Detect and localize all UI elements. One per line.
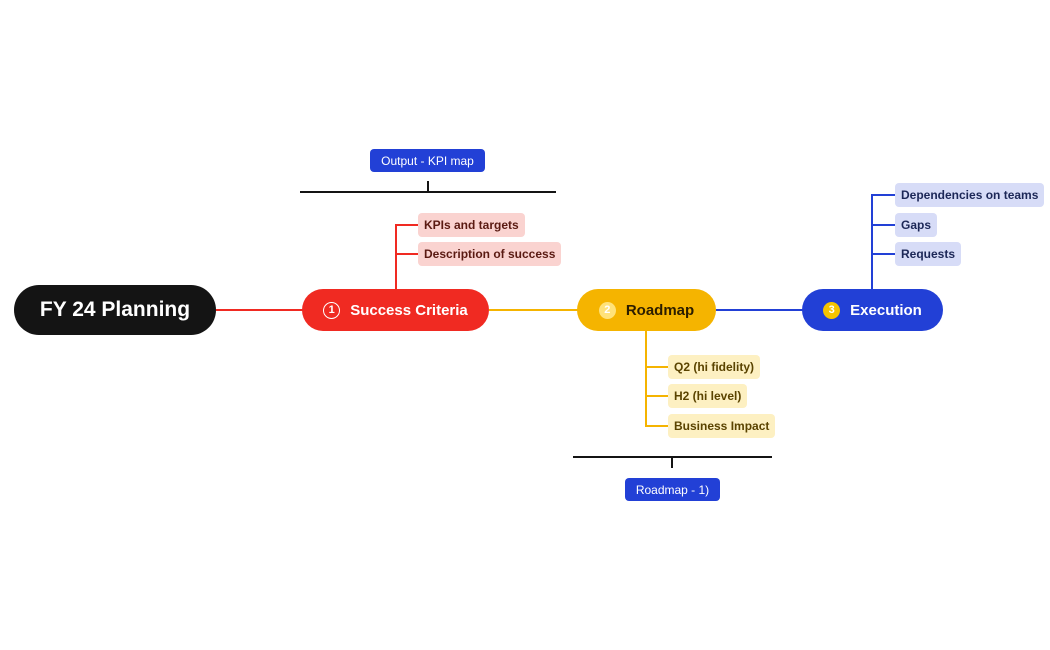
root-label: FY 24 Planning (39, 298, 191, 321)
connector-roadmap-child-2 (645, 395, 669, 397)
topic-q2-hi-fidelity[interactable]: Q2 (hi fidelity) (668, 355, 761, 379)
topic-h2-hi-level[interactable]: H2 (hi level) (668, 384, 748, 408)
topic-business-impact[interactable]: Business Impact (668, 414, 776, 438)
topic-label: KPIs and targets (424, 218, 519, 232)
callout-rule-success (300, 191, 556, 193)
topic-dependencies-on-teams[interactable]: Dependencies on teams (895, 183, 1045, 207)
number-2-badge: 2 (598, 301, 616, 319)
topic-label: Q2 (hi fidelity) (674, 360, 755, 374)
number-1-badge: 1 (323, 301, 341, 319)
callout-stem-success (427, 181, 429, 192)
callout-roadmap-1[interactable]: Roadmap - 1) (625, 478, 720, 501)
connector-execution-children (871, 194, 873, 290)
roadmap-label: Roadmap (625, 301, 695, 319)
connector-execution-child-1 (871, 194, 895, 196)
topic-label: Dependencies on teams (901, 188, 1039, 202)
success-criteria-node[interactable]: 1 Success Criteria (302, 289, 489, 331)
topic-label: H2 (hi level) (674, 389, 742, 403)
connector-roadmap-children (645, 331, 647, 426)
connector-success-children (395, 224, 397, 290)
connector-success-child-2 (395, 253, 419, 255)
connector-execution-child-3 (871, 253, 895, 255)
success-criteria-label: Success Criteria (350, 301, 468, 319)
callout-stem-roadmap (671, 457, 673, 468)
topic-requests[interactable]: Requests (895, 242, 962, 266)
topic-description-of-success[interactable]: Description of success (418, 242, 562, 266)
number-3-badge: 3 (823, 301, 841, 319)
topic-label: Requests (901, 247, 956, 261)
topic-label: Gaps (901, 218, 932, 232)
connector-roadmap-child-3 (645, 425, 669, 427)
connector-root-success (216, 309, 304, 311)
root-node[interactable]: FY 24 Planning (14, 285, 216, 335)
topic-kpis-and-targets[interactable]: KPIs and targets (418, 213, 525, 237)
connector-roadmap-child-1 (645, 366, 669, 368)
connector-execution-child-2 (871, 224, 895, 226)
topic-label: Description of success (424, 247, 556, 261)
callout-label: Roadmap - 1) (635, 482, 710, 497)
connector-roadmap-execution (716, 309, 804, 311)
execution-node[interactable]: 3 Execution (802, 289, 943, 331)
callout-label: Output - KPI map (381, 153, 474, 168)
roadmap-node[interactable]: 2 Roadmap (577, 289, 716, 331)
callout-output-kpi-map[interactable]: Output - KPI map (370, 149, 485, 172)
execution-label: Execution (850, 301, 922, 319)
connector-success-roadmap (489, 309, 579, 311)
topic-gaps[interactable]: Gaps (895, 213, 938, 237)
topic-label: Business Impact (674, 419, 770, 433)
connector-success-child-1 (395, 224, 419, 226)
